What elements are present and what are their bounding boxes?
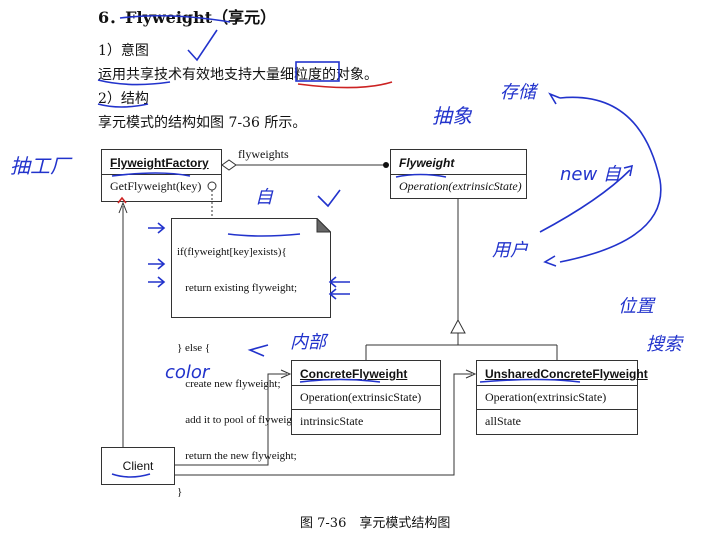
hand-inner-state: 内部 — [290, 332, 326, 353]
hand-storage: 存储 — [500, 82, 536, 103]
hand-position: 位置 — [618, 296, 654, 317]
hand-abstract: 抽象 — [432, 104, 472, 128]
pen-arrow — [328, 276, 350, 288]
concrete-flyweight-class: ConcreteFlyweight Operation(extrinsicSta… — [291, 360, 441, 435]
note-line: return the new flyweight; — [177, 450, 297, 462]
client-name: Client — [122, 459, 154, 473]
hand-abstract-factory: 抽工厂 — [10, 154, 70, 178]
unshared-operation: Operation(extrinsicState) — [477, 385, 637, 409]
structure-title: 2）结构 — [98, 91, 149, 107]
flyweight-class: Flyweight Operation(extrinsicState) — [390, 149, 527, 199]
hand-self: 自 — [255, 187, 273, 208]
factory-name: FlyweightFactory — [110, 156, 209, 170]
factory-operation: GetFlyweight(key) — [102, 174, 221, 198]
pen-mark — [317, 189, 341, 208]
unshared-name: UnsharedConcreteFlyweight — [485, 367, 648, 381]
note-line: } — [177, 486, 183, 498]
note-line: if(flyweight[key]exists){ — [177, 246, 287, 258]
pen-arrow — [148, 222, 166, 234]
unshared-flyweight-class: UnsharedConcreteFlyweight Operation(extr… — [476, 360, 648, 435]
flyweight-operation: Operation(extrinsicState) — [391, 174, 526, 198]
pen-arrow — [148, 276, 166, 288]
unshared-attribute: allState — [477, 409, 637, 433]
hand-new-self: new 自 — [560, 164, 621, 185]
inheritance-triangle — [450, 318, 466, 334]
pen-arrow — [148, 258, 166, 270]
concrete-attribute: intrinsicState — [292, 409, 440, 433]
flyweight-name: Flyweight — [399, 156, 455, 170]
pen-checkmark — [187, 29, 218, 62]
intent-title: 1）意图 — [98, 43, 149, 59]
factory-note: if(flyweight[key]exists){ return existin… — [171, 218, 331, 498]
structure-description: 享元模式的结构如图 7-36 所示。 — [98, 115, 307, 131]
note-line: return existing flyweight; — [177, 282, 298, 294]
hand-search: 搜索 — [646, 334, 682, 355]
concrete-operation: Operation(extrinsicState) — [292, 385, 440, 409]
concrete-name: ConcreteFlyweight — [300, 367, 408, 381]
pen-arrow — [328, 288, 350, 300]
client-class: Client — [101, 447, 175, 485]
note-frame — [171, 218, 331, 318]
aggregation-end-dot — [383, 162, 389, 168]
section-heading: 6．Flyweight（享元） — [98, 8, 277, 27]
hand-color: color — [165, 362, 210, 383]
aggregation-diamond — [221, 159, 237, 171]
flyweight-factory-class: FlyweightFactory GetFlyweight(key) — [101, 149, 222, 202]
note-line: } else { — [177, 342, 211, 354]
association-label: flyweights — [238, 147, 289, 161]
figure-caption: 图 7-36 享元模式结构图 — [300, 516, 451, 531]
intent-description: 运用共享技术有效地支持大量细粒度的对象。 — [98, 67, 378, 83]
hand-user: 用户 — [492, 240, 528, 261]
